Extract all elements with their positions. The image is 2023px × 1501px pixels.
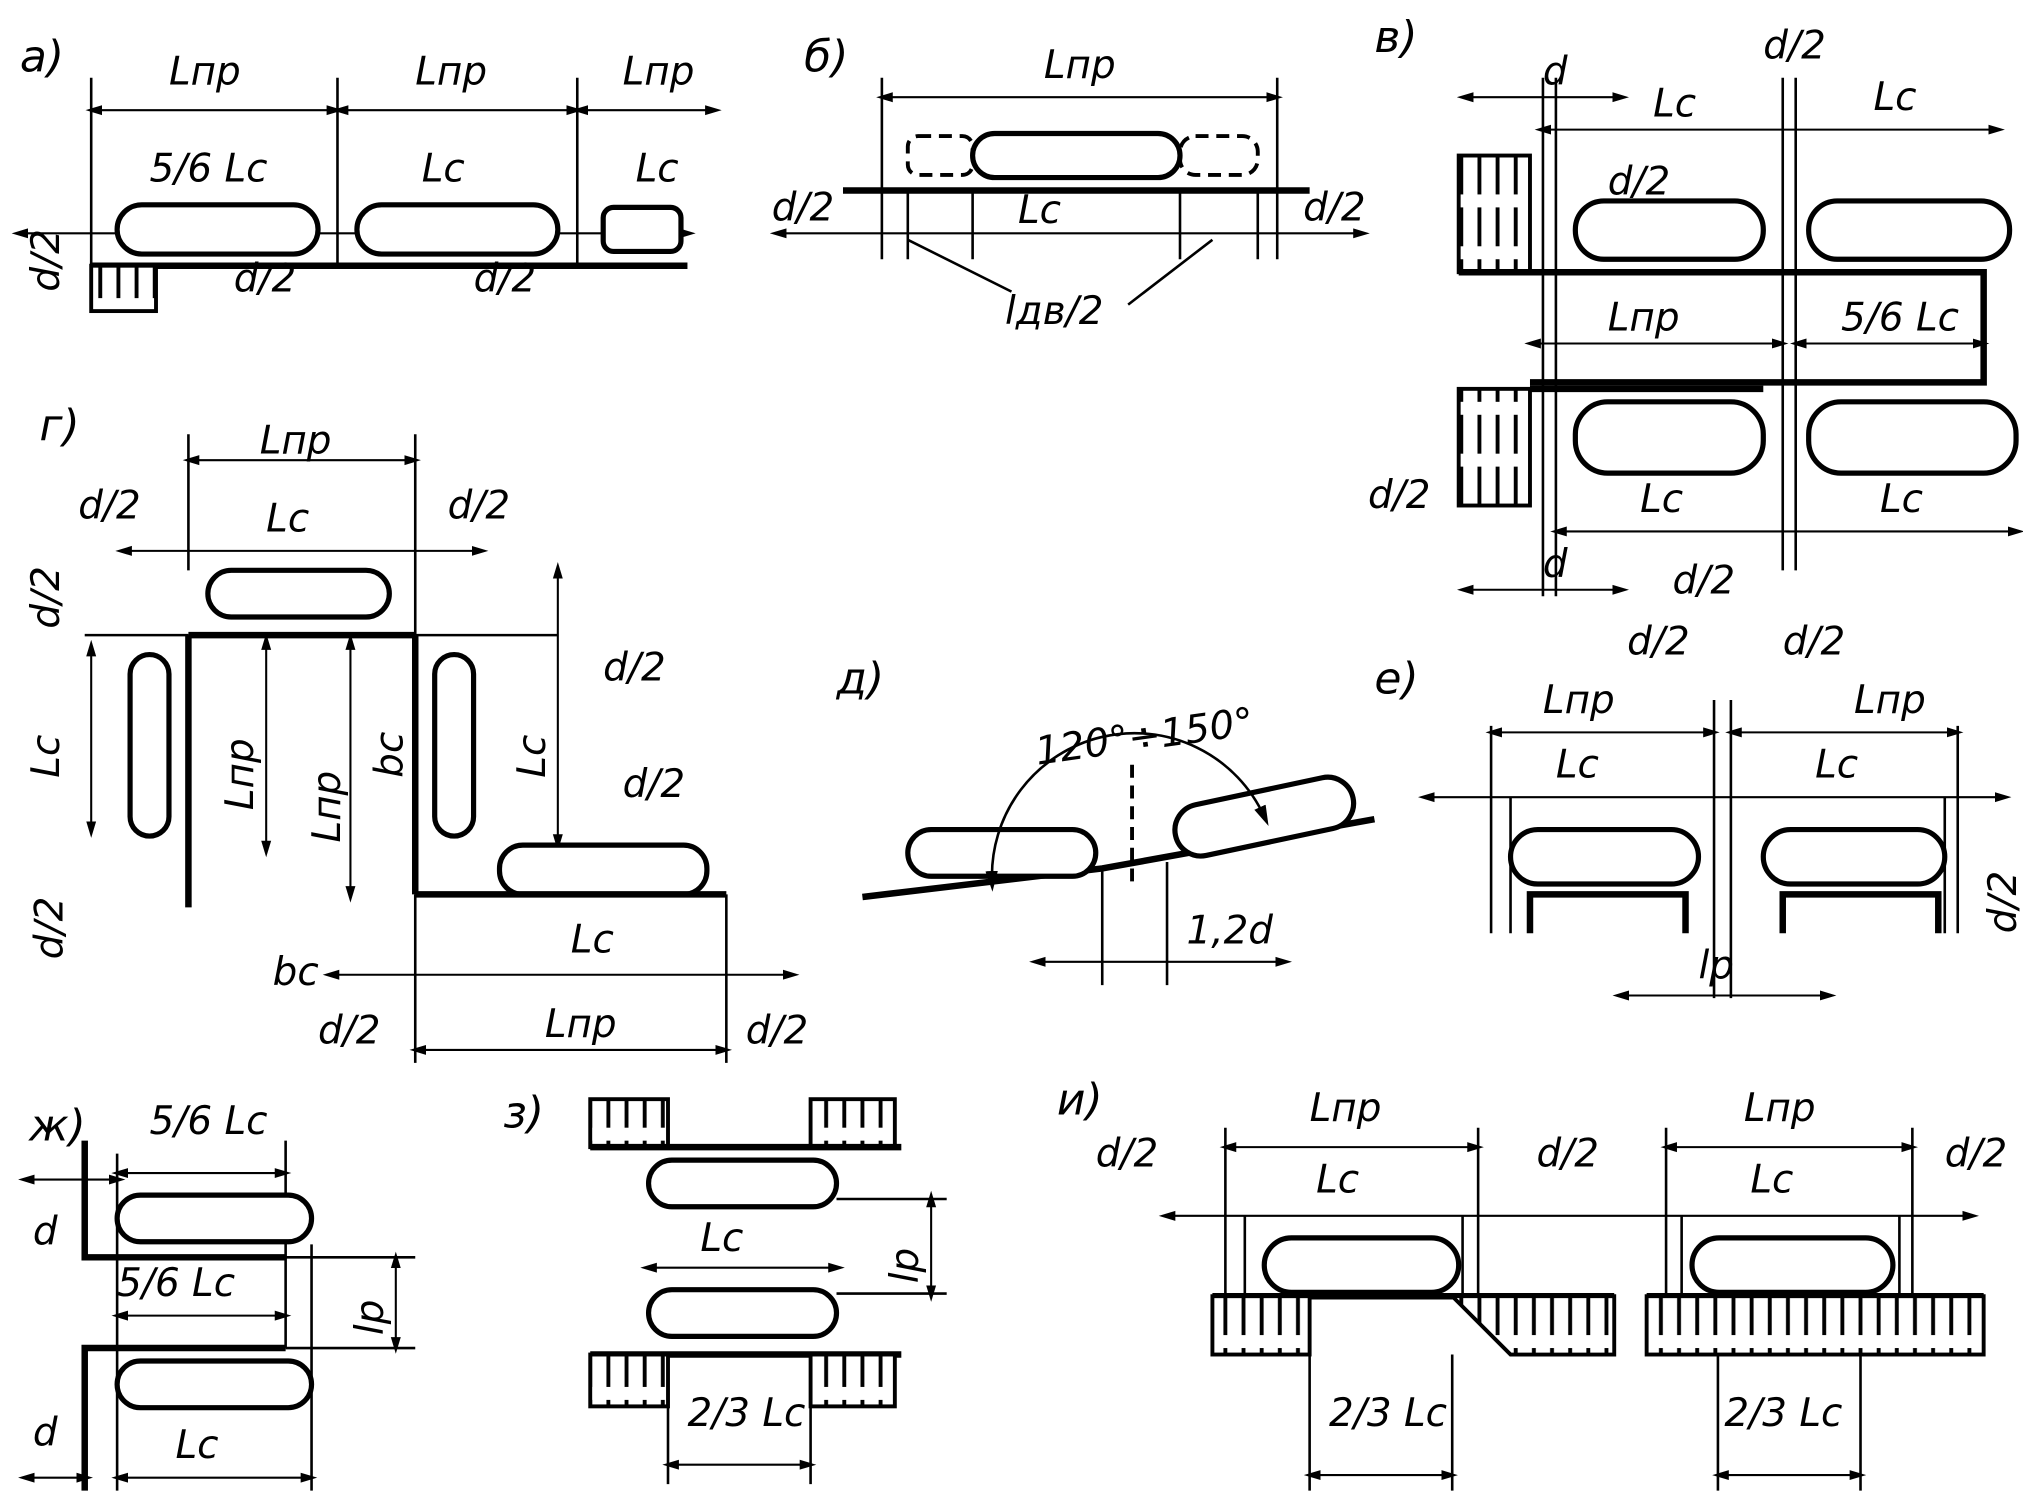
panel-g: г) Lпр d/2 Lc d/2 d/2 Lc Lпр Lпр bc Lc d… xyxy=(24,401,809,1063)
label-d2: d/2 xyxy=(1945,1132,2008,1177)
label-l-dv: lдв/2 xyxy=(1005,289,1103,334)
label-d2: d/2 xyxy=(234,257,297,302)
label-bc: bc xyxy=(367,732,412,778)
label-d2: d/2 xyxy=(746,1008,809,1053)
panel-label: д) xyxy=(836,653,885,704)
label-d2: d/2 xyxy=(24,566,69,629)
label-lc: Lc xyxy=(636,146,679,191)
panel-zh: ж) 5/6 Lc d 5/6 Lc lp Lc d xyxy=(18,1099,416,1491)
label-l-pr: Lпр xyxy=(1543,678,1615,723)
label-5-6-lc: 5/6 Lc xyxy=(150,1099,268,1144)
label-d2: d/2 xyxy=(772,185,835,230)
label-lc: Lc xyxy=(24,735,69,778)
label-d2: d/2 xyxy=(1303,185,1366,230)
label-l-pr: Lпр xyxy=(1854,678,1926,723)
label-l-pr: Lпр xyxy=(169,49,241,94)
panel-a: а) Lпр Lпр Lпр 5/6 Lc Lc Lc d/2 d/2 d/2 xyxy=(11,31,722,314)
panel-label: б) xyxy=(804,31,848,82)
panel-e: е) d/2 d/2 Lпр Lпр Lc Lc lp d/2 xyxy=(1374,620,2023,1001)
label-lc: Lc xyxy=(571,918,614,963)
label-d: d xyxy=(33,1410,58,1455)
label-lc: Lc xyxy=(700,1216,743,1261)
label-l-pr: Lпр xyxy=(305,771,350,843)
label-lc: Lc xyxy=(1873,75,1916,120)
label-2-3-lc: 2/3 Lc xyxy=(1724,1391,1842,1436)
label-l-pr: Lпр xyxy=(1044,43,1116,88)
panel-z: з) Lc lp 2/3 Lc xyxy=(503,1088,947,1485)
label-l-pr: Lпр xyxy=(218,738,263,810)
label-2-3-lc: 2/3 Lc xyxy=(687,1391,805,1436)
label-d2: d/2 xyxy=(24,229,69,292)
label-l-pr: Lпр xyxy=(1310,1086,1382,1131)
label-d2: d/2 xyxy=(603,646,666,691)
panel-label: з) xyxy=(503,1088,544,1139)
label-lc: Lc xyxy=(1018,188,1061,233)
label-lc: 5/6 Lc xyxy=(150,146,268,191)
panel-d: д) 120°÷150° 1,2d xyxy=(836,653,1376,986)
label-d2: d/2 xyxy=(318,1008,381,1053)
label-lc: Lc xyxy=(1653,82,1696,127)
label-l-pr: Lпр xyxy=(623,49,695,94)
label-l-pr: Lпр xyxy=(1608,296,1680,341)
label-lc: Lc xyxy=(1640,477,1683,522)
label-lc: Lc xyxy=(175,1423,218,1468)
label-l-pr: Lпр xyxy=(260,419,332,464)
label-d2: d/2 xyxy=(1673,559,1736,604)
panel-label: г) xyxy=(39,401,79,452)
label-l-pr: Lпр xyxy=(415,49,487,94)
label-d2: d/2 xyxy=(1783,620,1846,665)
panel-i: и) Lпр Lc d/2 d/2 2/3 Lc Lпр Lc d/2 2/3 … xyxy=(1057,1075,2007,1491)
label-d2: d/2 xyxy=(623,762,686,807)
label-d2: d/2 xyxy=(1627,620,1690,665)
label-lc: Lc xyxy=(1815,743,1858,788)
label-d2: d/2 xyxy=(1608,159,1671,204)
panel-v: в) d d/2 d/2 Lc Lc Lпр 5/6 Lc Lc Lc d/2 … xyxy=(1368,12,2023,604)
label-lc: Lc xyxy=(422,146,465,191)
label-d2: d/2 xyxy=(1096,1132,1159,1177)
label-l-pr: Lпр xyxy=(545,1002,617,1047)
panel-label: и) xyxy=(1057,1075,1103,1126)
label-d2: d/2 xyxy=(28,897,73,960)
panel-label: в) xyxy=(1374,12,1417,63)
label-lc: Lc xyxy=(1880,477,1923,522)
label-bc: bc xyxy=(273,950,319,995)
label-d2: d/2 xyxy=(78,483,141,528)
label-d: d xyxy=(1543,49,1568,94)
panel-label: а) xyxy=(20,31,64,82)
label-2-3-lc: 2/3 Lc xyxy=(1329,1391,1447,1436)
label-lc: Lc xyxy=(1316,1158,1359,1203)
label-5-6-lc: 5/6 Lc xyxy=(1841,296,1959,341)
label-d2: d/2 xyxy=(1981,871,2023,934)
label-gap: 1,2d xyxy=(1186,909,1273,954)
label-d2: d/2 xyxy=(448,483,511,528)
label-lc: Lc xyxy=(510,735,555,778)
label-lc: Lc xyxy=(1750,1158,1793,1203)
label-lc: Lc xyxy=(266,496,309,541)
panel-label: е) xyxy=(1374,653,1418,704)
label-d2: d/2 xyxy=(1763,23,1826,68)
label-lp: lp xyxy=(348,1300,393,1335)
label-d: d xyxy=(1543,542,1568,587)
label-lp: lp xyxy=(1698,944,1733,989)
label-d2: d/2 xyxy=(474,257,537,302)
panel-label: ж) xyxy=(28,1101,86,1152)
label-d: d xyxy=(33,1209,58,1254)
label-5-6-lc: 5/6 Lc xyxy=(117,1261,235,1306)
label-lc: Lc xyxy=(1556,743,1599,788)
label-d2: d/2 xyxy=(1368,473,1431,518)
panel-b: б) Lпр Lc d/2 d/2 lдв/2 xyxy=(769,31,1370,334)
label-l-pr: Lпр xyxy=(1744,1086,1816,1131)
label-d2: d/2 xyxy=(1536,1132,1599,1177)
label-lp: lp xyxy=(883,1248,928,1283)
